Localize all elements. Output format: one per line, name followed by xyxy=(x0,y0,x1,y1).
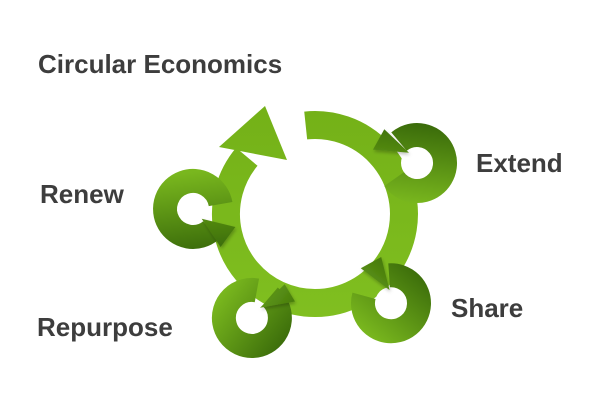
repurpose-loop-ring xyxy=(211,277,292,358)
renew-loop-arrow xyxy=(153,168,236,249)
extend-loop-ring xyxy=(384,123,457,203)
share-loop-hole xyxy=(375,287,407,319)
repurpose-loop-hole xyxy=(236,302,268,334)
renew-loop-arrowhead-icon xyxy=(201,218,236,247)
repurpose-loop-arrow xyxy=(211,277,295,358)
share-loop-arrow xyxy=(351,257,431,344)
extend-loop-arrow xyxy=(373,123,457,203)
renew-loop-ring xyxy=(153,168,233,249)
repurpose-loop-arrowhead-icon xyxy=(260,284,295,308)
extend-loop-arrowhead-icon xyxy=(373,129,409,153)
renew-loop-hole xyxy=(177,193,209,225)
main-cycle-arrowhead-icon xyxy=(219,106,287,160)
page-title: Circular Economics xyxy=(38,49,282,79)
share-loop-ring xyxy=(351,263,431,344)
label-repurpose: Repurpose xyxy=(37,312,173,342)
extend-loop-hole xyxy=(401,147,433,179)
label-extend: Extend xyxy=(476,148,563,178)
share-loop-arrowhead-icon xyxy=(360,257,390,291)
label-renew: Renew xyxy=(40,179,125,209)
label-share: Share xyxy=(451,293,523,323)
